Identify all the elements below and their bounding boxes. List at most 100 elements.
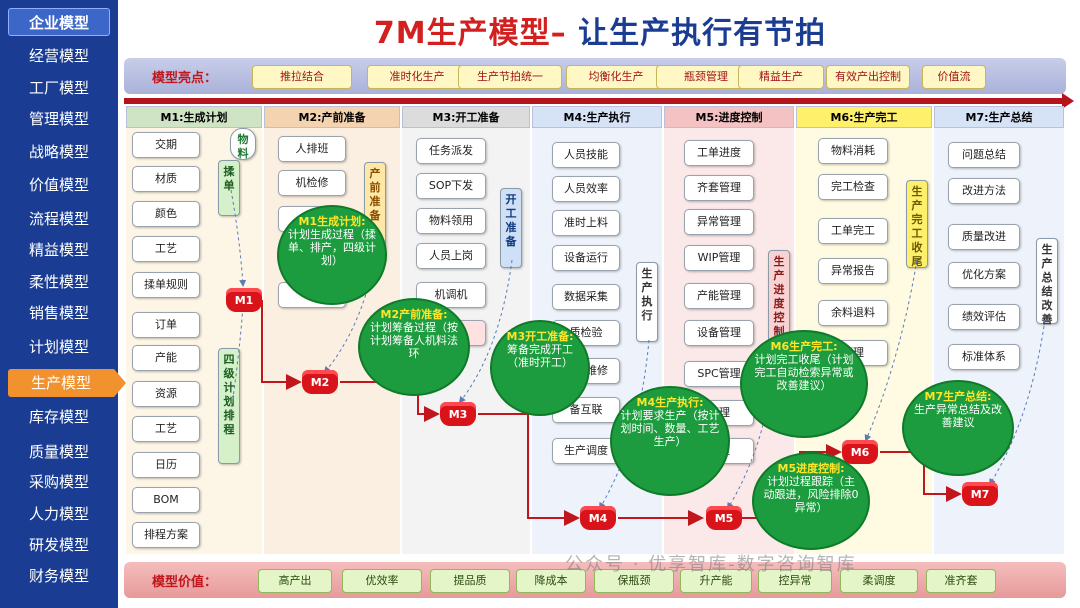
plan-input-item: 交期 <box>132 132 200 158</box>
completion-item: 工单完工 <box>818 218 888 244</box>
summary-item: 标准体系 <box>948 344 1020 370</box>
progress-item: WIP管理 <box>684 245 754 271</box>
sidebar-item-factory[interactable]: 工厂模型 <box>28 79 89 97</box>
values-label: 模型价值： <box>152 575 218 590</box>
column-m7: M7:生产总结 问题总结 改进方法 质量改进 优化方案 绩效评估 标准体系 生产… <box>934 106 1064 554</box>
execution-item: 准时上料 <box>552 210 620 236</box>
highlight-chip: 准时化生产 <box>367 65 467 89</box>
value-chip: 准齐套 <box>926 569 996 593</box>
highlight-chip: 精益生产 <box>738 65 824 89</box>
callout-body: 筹备完成开工（准时开工） <box>507 343 573 369</box>
callout-m7: M7生产总结: 生产异常总结及改善建议 <box>902 380 1014 476</box>
sidebar-item-process[interactable]: 流程模型 <box>28 210 89 228</box>
progress-control-text: 生产进度控制 <box>773 255 785 338</box>
plan-input-item: 排程方案 <box>132 522 200 548</box>
execution-item: 人员技能 <box>552 142 620 168</box>
column-head: M2:产前准备 <box>264 106 400 128</box>
node-m3: M3 <box>440 402 476 426</box>
sidebar-item-finance[interactable]: 财务模型 <box>28 567 89 585</box>
flow-arrow <box>124 93 1074 109</box>
callout-m5: M5进度控制: 计划过程跟踪（主动跟进，风险排除0异常） <box>752 452 870 550</box>
sidebar-item-enterprise[interactable]: 企业模型 <box>8 8 110 36</box>
value-chip: 控异常 <box>758 569 832 593</box>
sidebar-item-sales[interactable]: 销售模型 <box>28 304 89 322</box>
sidebar-item-rnd[interactable]: 研发模型 <box>28 536 89 554</box>
plan-input-item: 产能 <box>132 345 200 371</box>
sidebar-item-plan[interactable]: 计划模型 <box>28 338 89 356</box>
completion-text: 生产完工收尾 <box>911 185 923 268</box>
sidebar-item-value[interactable]: 价值模型 <box>28 176 89 194</box>
plan-input-item: 资源 <box>132 381 200 407</box>
title-main: 7M生产模型– <box>373 16 567 51</box>
node-m5: M5 <box>706 506 742 530</box>
sidebar-item-business[interactable]: 经营模型 <box>28 47 89 65</box>
start-prep-item: 任务派发 <box>416 138 486 164</box>
node-m2: M2 <box>302 370 338 394</box>
execution-item: 设备运行 <box>552 245 620 271</box>
sidebar-item-management[interactable]: 管理模型 <box>28 110 89 128</box>
progress-item: 工单进度 <box>684 140 754 166</box>
value-chip: 高产出 <box>258 569 332 593</box>
sidebar-item-quality[interactable]: 质量模型 <box>28 443 89 461</box>
merge-orders-box: 揉单 <box>218 160 240 216</box>
value-chip: 柔调度 <box>840 569 918 593</box>
plan-input-item: 揉单规则 <box>132 272 200 298</box>
start-prep-item: 人员上岗 <box>416 243 486 269</box>
four-level-plan-text: 四级计划排程 <box>223 353 235 436</box>
callout-m3: M3开工准备: 筹备完成开工（准时开工） <box>490 320 590 416</box>
progress-item: 产能管理 <box>684 283 754 309</box>
column-head: M1:生成计划 <box>126 106 262 128</box>
callout-title: M7生产总结: <box>924 390 992 403</box>
prep-item: 机检修 <box>278 170 346 196</box>
node-m1: M1 <box>226 288 262 312</box>
title-sub: 让生产执行有节拍 <box>566 16 827 51</box>
column-head: M7:生产总结 <box>934 106 1064 128</box>
completion-item: 物料消耗 <box>818 138 888 164</box>
highlights-label: 模型亮点： <box>152 71 218 86</box>
summary-item: 优化方案 <box>948 262 1020 288</box>
start-prep-item: SOP下发 <box>416 173 486 199</box>
sidebar-item-inventory[interactable]: 库存模型 <box>28 408 89 426</box>
summary-text: 生产总结改善 <box>1041 243 1053 326</box>
merge-orders-text: 揉单 <box>223 165 235 192</box>
highlight-chip: 推拉结合 <box>252 65 352 89</box>
start-prep-box: 开工准备 <box>500 188 522 268</box>
progress-item: 异常管理 <box>684 209 754 235</box>
column-head: M5:进度控制 <box>664 106 794 128</box>
sidebar-item-strategy[interactable]: 战略模型 <box>28 143 89 161</box>
value-chip: 降成本 <box>516 569 586 593</box>
material-label-text: 物料 <box>237 133 249 160</box>
column-head: M4:生产执行 <box>532 106 662 128</box>
sidebar-item-production[interactable]: 生产模型 <box>8 369 126 397</box>
node-m7: M7 <box>962 482 998 506</box>
start-prep-item: 物料领用 <box>416 208 486 234</box>
plan-input-item: 订单 <box>132 312 200 338</box>
node-m6: M6 <box>842 440 878 464</box>
sidebar-item-hr[interactable]: 人力模型 <box>28 505 89 523</box>
prep-item: 人排班 <box>278 136 346 162</box>
summary-item: 问题总结 <box>948 142 1020 168</box>
callout-title: M4生产执行: <box>636 396 704 409</box>
page-title: 7M生产模型– 让生产执行有节拍 <box>120 8 1080 52</box>
callout-body: 计划过程跟踪（主动跟进，风险排除0异常） <box>763 475 859 514</box>
callout-title: M5进度控制: <box>777 462 845 475</box>
callout-title: M1生成计划: <box>298 215 366 228</box>
completion-item: 完工检查 <box>818 174 888 200</box>
watermark: 公众号 · 优享智库-数字咨询智库 <box>565 554 857 575</box>
sidebar-item-flexible[interactable]: 柔性模型 <box>28 273 89 291</box>
sidebar: 企业模型 经营模型 工厂模型 管理模型 战略模型 价值模型 流程模型 精益模型 … <box>0 0 126 608</box>
callout-title: M6生产完工: <box>770 340 838 353</box>
column-m1: M1:生成计划 交期 材质 颜色 工艺 揉单规则 订单 产能 资源 工艺 日历 … <box>126 106 262 554</box>
summary-item: 质量改进 <box>948 224 1020 250</box>
column-head: M3:开工准备 <box>402 106 530 128</box>
node-m4: M4 <box>580 506 616 530</box>
plan-input-item: 工艺 <box>132 416 200 442</box>
callout-body: 计划完工收尾（计划完工自动检索异常或改善建议） <box>754 353 854 392</box>
callout-m1: M1生成计划: 计划生成过程（揉单、排产，四级计划） <box>277 205 387 305</box>
execution-text: 生产执行 <box>641 267 653 322</box>
plan-input-item: 日历 <box>132 452 200 478</box>
sidebar-item-purchase[interactable]: 采购模型 <box>28 473 89 491</box>
value-chip: 升产能 <box>680 569 752 593</box>
completion-box: 生产完工收尾 <box>906 180 928 268</box>
sidebar-item-lean[interactable]: 精益模型 <box>28 241 89 259</box>
